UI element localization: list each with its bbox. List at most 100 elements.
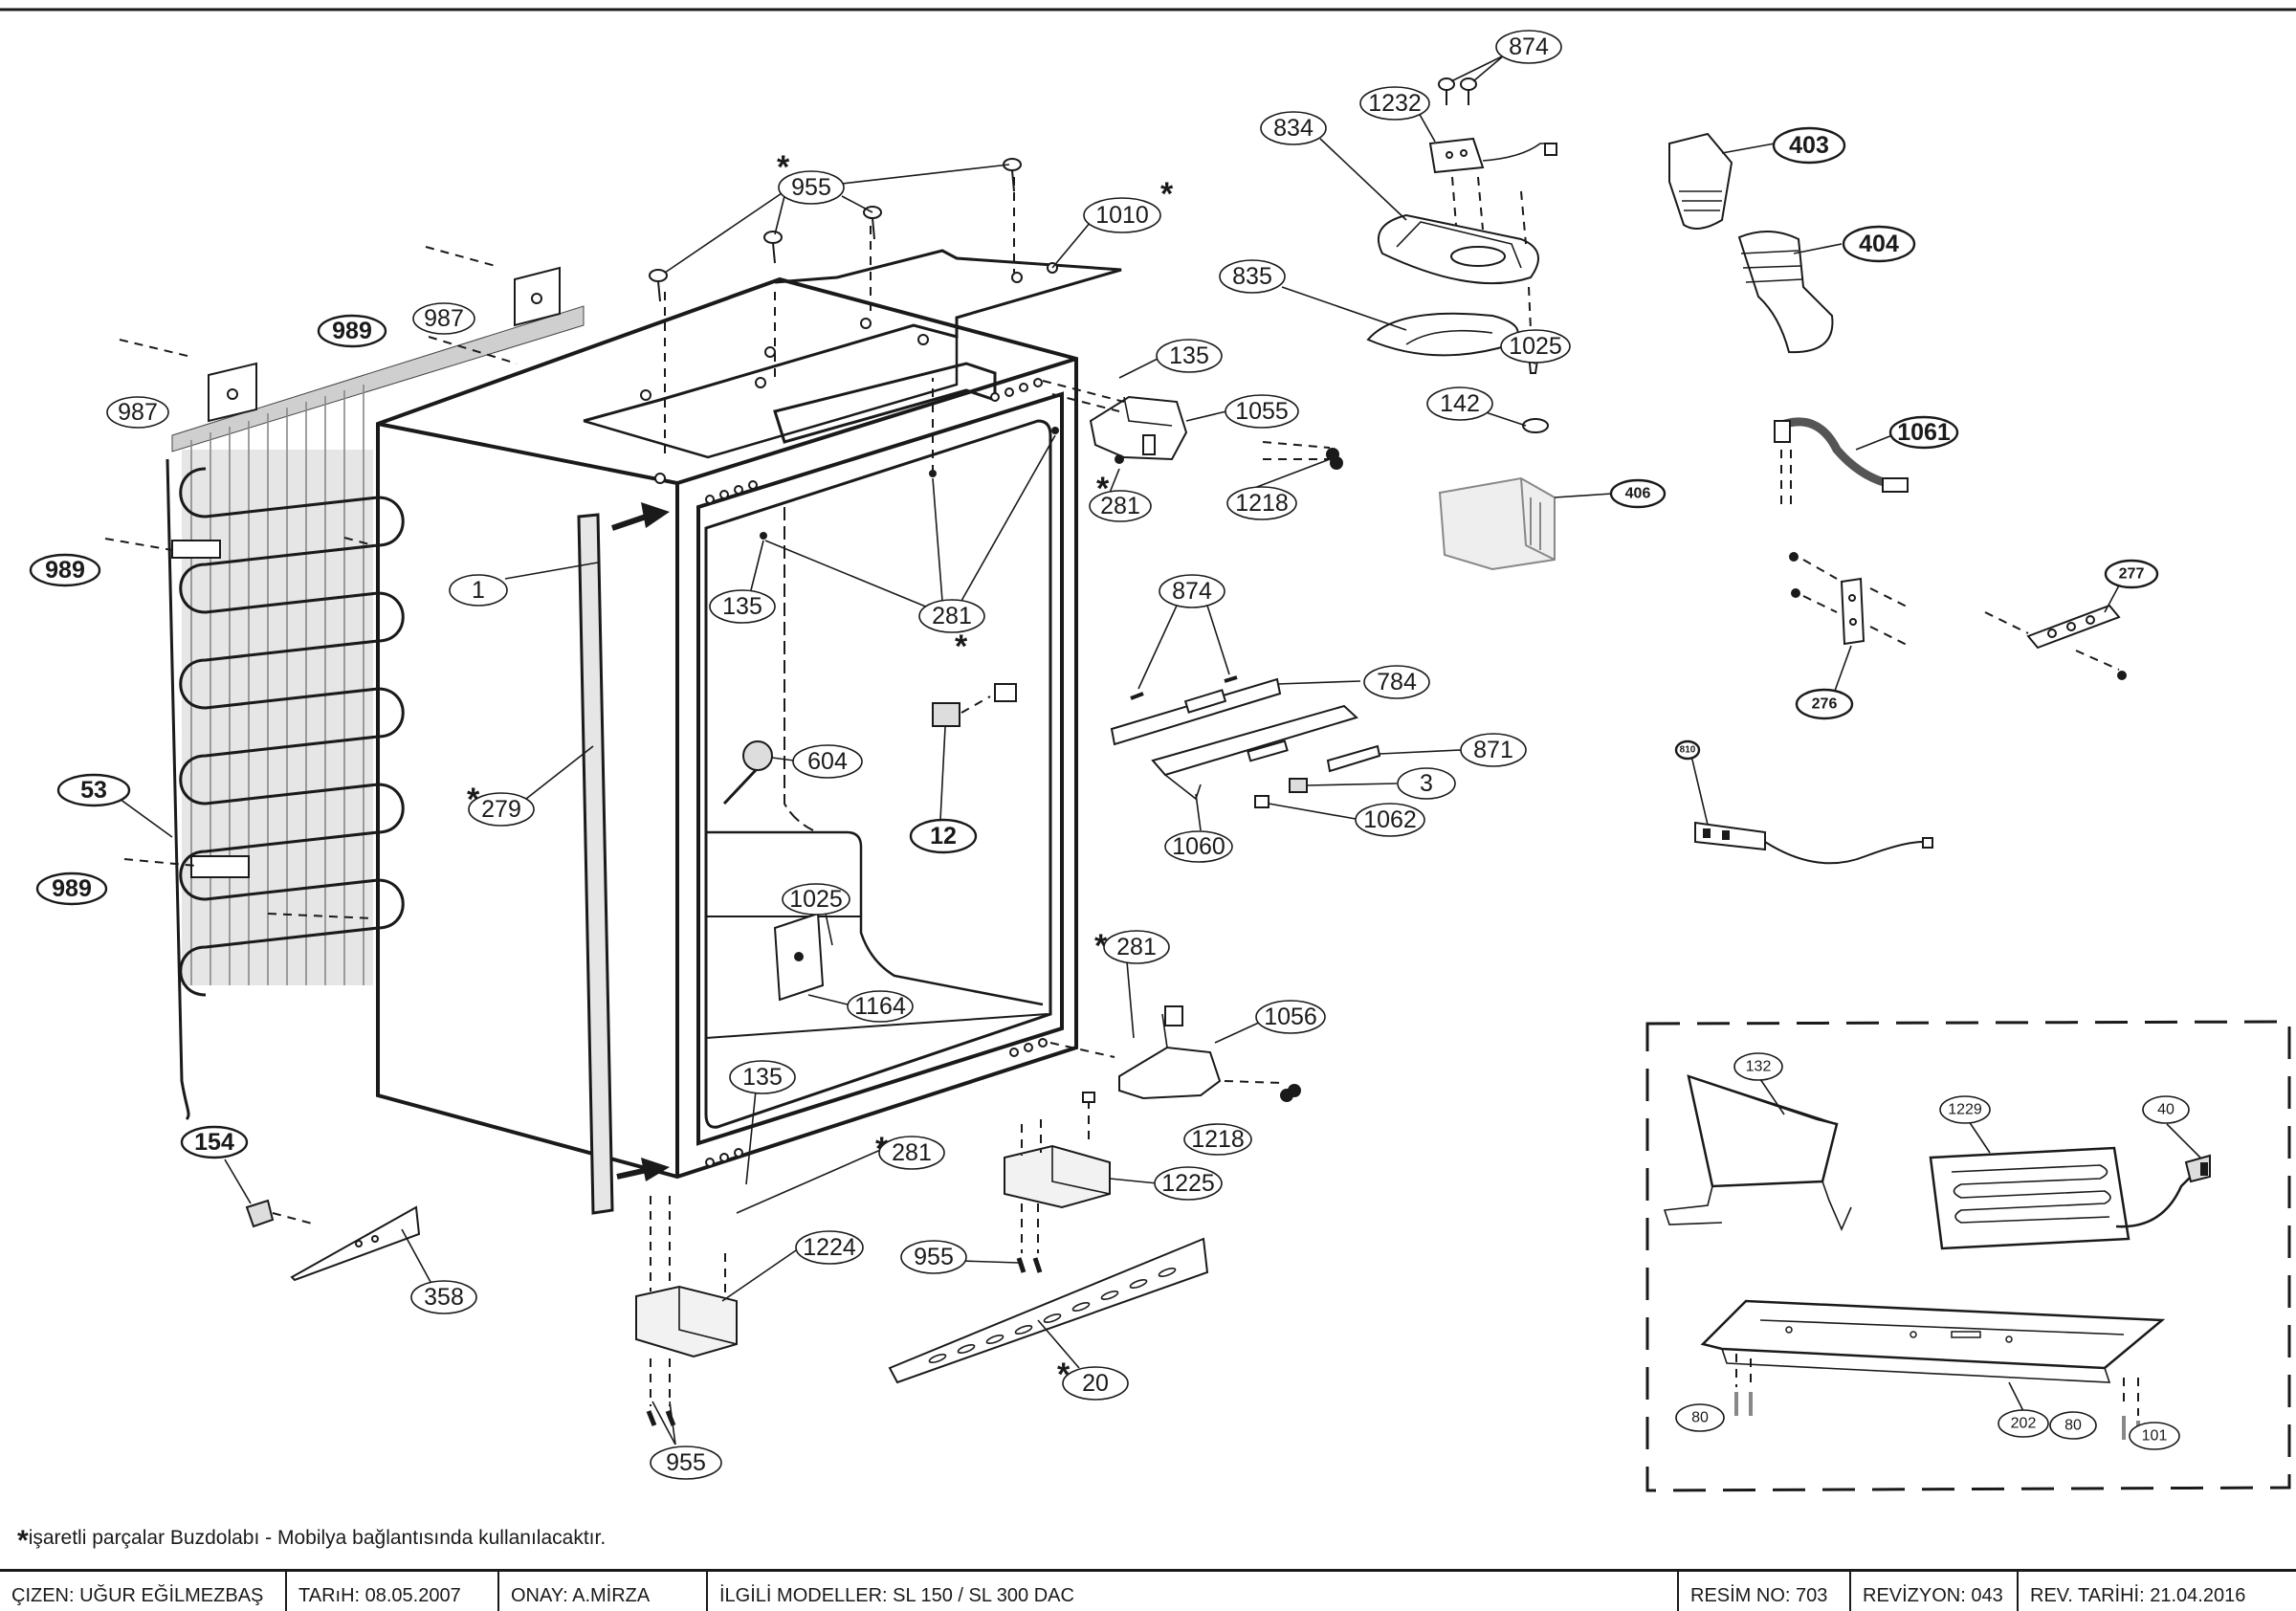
callout-989: 989 bbox=[29, 553, 101, 587]
callout-label: 987 bbox=[118, 399, 158, 426]
callout-1062: 1062 bbox=[1355, 803, 1425, 837]
callout-label: 987 bbox=[424, 305, 464, 332]
bracket-987-right bbox=[514, 266, 561, 327]
callout-406: 406 bbox=[1609, 478, 1667, 509]
callout-bubble bbox=[1363, 665, 1430, 699]
bracket-987-left bbox=[208, 362, 257, 423]
lamp-socket-403-part bbox=[1668, 132, 1776, 230]
callout-20: 20 bbox=[1062, 1366, 1129, 1401]
callout-bubble bbox=[2129, 1422, 2180, 1450]
callout-bubble bbox=[2104, 559, 2159, 589]
callout-label: 101 bbox=[2142, 1428, 2168, 1445]
callout-label: 142 bbox=[1440, 390, 1480, 417]
callout-label: 1061 bbox=[1897, 419, 1951, 446]
callout-bubble bbox=[317, 314, 387, 348]
callout-1025: 1025 bbox=[782, 883, 850, 916]
callout-bubble bbox=[29, 553, 101, 587]
thermostat-604-part bbox=[722, 740, 795, 806]
callout-label: 955 bbox=[914, 1244, 954, 1270]
callout-label: 1060 bbox=[1172, 833, 1225, 860]
callout-bubble bbox=[1159, 574, 1225, 608]
callout-bubble bbox=[1164, 830, 1233, 863]
callout-1232: 1232 bbox=[1359, 86, 1430, 121]
callout-bubble bbox=[1255, 1000, 1326, 1034]
callout-label: 135 bbox=[1169, 342, 1209, 369]
callout-281: 281 bbox=[918, 599, 985, 633]
callout-bubble bbox=[1998, 1409, 2049, 1438]
callout-bubble bbox=[795, 1230, 864, 1265]
callout-bubble bbox=[778, 170, 845, 205]
callout-label: 1025 bbox=[789, 886, 843, 913]
callout-987: 987 bbox=[412, 302, 475, 335]
callout-bubble bbox=[1225, 394, 1299, 429]
callout-834: 834 bbox=[1260, 111, 1327, 145]
callout-bubble bbox=[1426, 386, 1493, 421]
screws-874-panel bbox=[1130, 605, 1238, 700]
callout-label: 406 bbox=[1625, 486, 1651, 502]
plate-202-part bbox=[1700, 1299, 2166, 1445]
callout-label: 202 bbox=[2011, 1416, 2037, 1432]
callout-label: 80 bbox=[2064, 1418, 2082, 1434]
callout-label: 277 bbox=[2119, 566, 2145, 583]
callout-bubble bbox=[1083, 197, 1161, 233]
callout-label: 12 bbox=[930, 823, 957, 850]
door-seal-part bbox=[577, 502, 670, 1215]
callout-label: 1025 bbox=[1509, 333, 1562, 360]
lamp-diffuser-835-part bbox=[1366, 312, 1519, 357]
cabinet-body bbox=[376, 177, 1122, 1180]
callout-label: 276 bbox=[1812, 696, 1838, 713]
footnote-text: işaretli parçalar Buzdolabı - Mobilya ba… bbox=[28, 1527, 607, 1549]
callout-label: 281 bbox=[892, 1139, 932, 1166]
callout-layer: 8741232834403404955101083510251429879899… bbox=[29, 30, 2190, 1480]
hinge-1055-part bbox=[1042, 380, 1331, 461]
callout-bubble bbox=[1674, 739, 1701, 761]
button-1062-part bbox=[1254, 795, 1357, 820]
callout-bubble bbox=[847, 990, 914, 1023]
callout-label: 874 bbox=[1172, 578, 1212, 605]
callout-604: 604 bbox=[792, 744, 863, 779]
callout-bubble bbox=[1495, 30, 1562, 64]
callout-40: 40 bbox=[2142, 1095, 2190, 1124]
callout-label: 403 bbox=[1789, 132, 1829, 159]
screws-281 bbox=[760, 378, 1343, 540]
callout-bubble bbox=[1609, 478, 1667, 509]
cable-1061-part bbox=[1774, 417, 1909, 507]
control-panel-1060-part bbox=[1151, 704, 1358, 831]
callout-bubble bbox=[412, 302, 475, 335]
callout-1224: 1224 bbox=[795, 1230, 864, 1265]
asterisk-mark: * bbox=[1094, 928, 1108, 964]
callout-989: 989 bbox=[317, 314, 387, 348]
revision-date: REV. TARİHİ: 21.04.2016 bbox=[2030, 1585, 2246, 1606]
bracket-1164-part bbox=[773, 908, 849, 1005]
callout-1055: 1055 bbox=[1225, 394, 1299, 429]
callout-bubble bbox=[1260, 111, 1327, 145]
screws-874-top bbox=[1438, 77, 1477, 105]
callout-label: 784 bbox=[1377, 669, 1417, 695]
callout-101: 101 bbox=[2129, 1422, 2180, 1450]
callout-bubble bbox=[1675, 1403, 1725, 1432]
callout-281: 281 bbox=[1103, 930, 1170, 964]
drawn-by: ÇIZEN: UĞUR EĞİLMEZBAŞ bbox=[0, 1572, 287, 1611]
callout-12: 12 bbox=[909, 818, 978, 854]
bracket-276-part bbox=[1789, 552, 1910, 692]
callout-label: 40 bbox=[2157, 1102, 2175, 1118]
callout-1060: 1060 bbox=[1164, 830, 1233, 863]
callout-1164: 1164 bbox=[847, 990, 914, 1023]
callout-404: 404 bbox=[1842, 225, 1916, 263]
knob-3-part bbox=[1289, 778, 1398, 793]
callout-1010: 1010 bbox=[1083, 197, 1161, 233]
callout-bubble bbox=[650, 1445, 722, 1480]
callout-281: 281 bbox=[1089, 490, 1152, 522]
control-panel-784-part bbox=[1110, 677, 1361, 746]
ring-142-part bbox=[1522, 418, 1549, 433]
callout-bubble bbox=[180, 1125, 249, 1159]
callout-bubble bbox=[1842, 225, 1916, 263]
callout-label: 135 bbox=[722, 593, 762, 620]
callout-bubble bbox=[1772, 126, 1846, 165]
related-models: İLGİLİ MODELLER: SL 150 / SL 300 DAC bbox=[708, 1572, 1679, 1611]
callout-label: 1225 bbox=[1161, 1170, 1215, 1197]
callout-label: 132 bbox=[1746, 1059, 1772, 1075]
callout-label: 404 bbox=[1859, 231, 1899, 257]
callout-1025: 1025 bbox=[1500, 329, 1571, 364]
asterisk-mark: * bbox=[955, 629, 968, 665]
